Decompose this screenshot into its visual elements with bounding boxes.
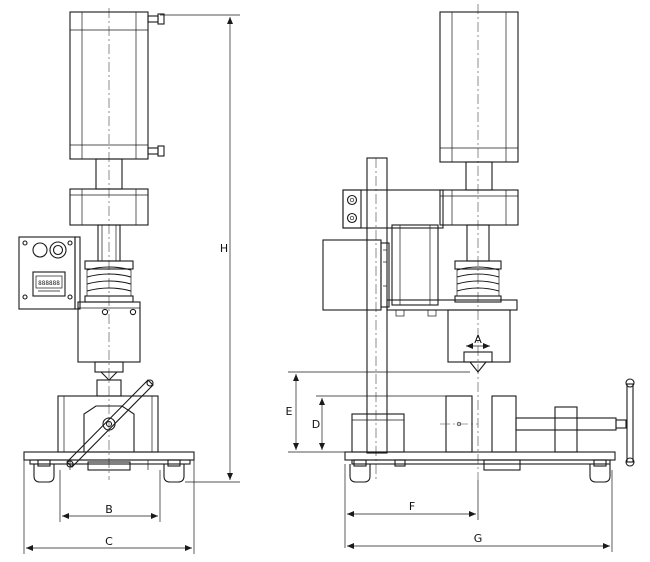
front-view: 888888	[18, 8, 195, 483]
controller-display-digits: 888888	[38, 280, 60, 287]
dim-label-h: H	[220, 242, 228, 255]
dim-label-d: D	[312, 418, 320, 431]
dim-label-a: A	[474, 333, 482, 346]
dim-label-g: G	[474, 532, 483, 545]
side-view	[322, 4, 635, 483]
dimension-lines	[23, 14, 613, 554]
dim-label-b: B	[105, 503, 113, 516]
dim-label-c: C	[105, 535, 113, 548]
dim-label-e: E	[286, 405, 293, 418]
dim-label-f: F	[409, 500, 415, 513]
